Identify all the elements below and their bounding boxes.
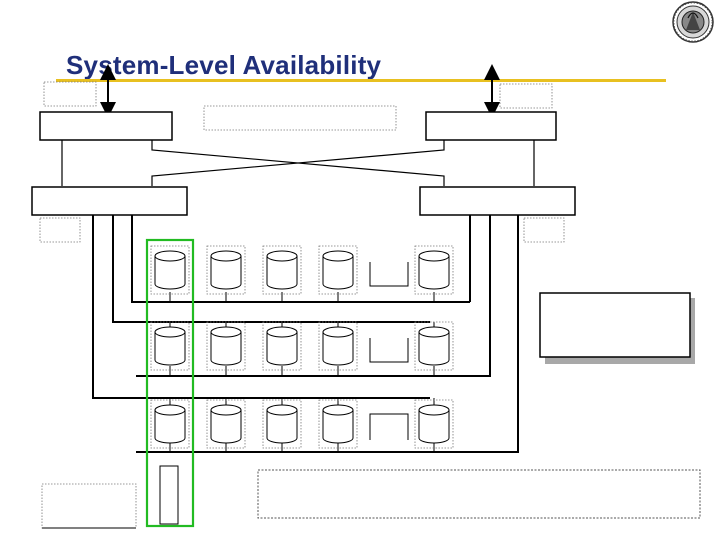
interface-label-left-placeholder — [39, 217, 81, 243]
disk — [206, 399, 246, 449]
disk — [262, 399, 302, 449]
disk — [318, 245, 358, 295]
empty-disk-slot — [369, 338, 409, 363]
left-string-buses — [92, 215, 470, 399]
disk-row-1 — [150, 245, 454, 295]
empty-disk-slot — [369, 413, 409, 440]
host-label-left-placeholder — [43, 81, 97, 107]
disk — [150, 321, 190, 371]
title-underline — [56, 79, 666, 82]
cross-connections — [61, 140, 535, 186]
disk-drops — [169, 292, 435, 452]
disk — [318, 321, 358, 371]
string-interface-right — [419, 186, 576, 216]
university-seal-icon — [672, 1, 714, 43]
column-label-box — [159, 465, 179, 525]
disk — [150, 245, 190, 295]
disk — [414, 321, 454, 371]
disk-row-2 — [150, 321, 454, 371]
disk — [262, 321, 302, 371]
callout-box — [539, 292, 691, 358]
slide-title: System-Level Availability — [66, 50, 382, 80]
disk — [414, 399, 454, 449]
empty-disk-slot — [369, 262, 409, 287]
disk — [414, 245, 454, 295]
disk — [206, 321, 246, 371]
disk — [206, 245, 246, 295]
right-string-buses — [136, 215, 519, 453]
bottom-left-text-placeholder — [41, 483, 137, 529]
controller-left — [39, 111, 173, 141]
interface-label-right-placeholder — [523, 217, 565, 243]
bus-label-placeholder — [203, 105, 397, 131]
controller-right — [425, 111, 557, 141]
disk-row-3 — [150, 399, 454, 449]
disk — [318, 399, 358, 449]
disk — [262, 245, 302, 295]
host-label-right-placeholder — [499, 83, 553, 109]
string-interface-left — [31, 186, 188, 216]
caption-placeholder-box — [257, 469, 701, 519]
disk — [150, 399, 190, 449]
highlighted-disk-column — [145, 238, 195, 528]
